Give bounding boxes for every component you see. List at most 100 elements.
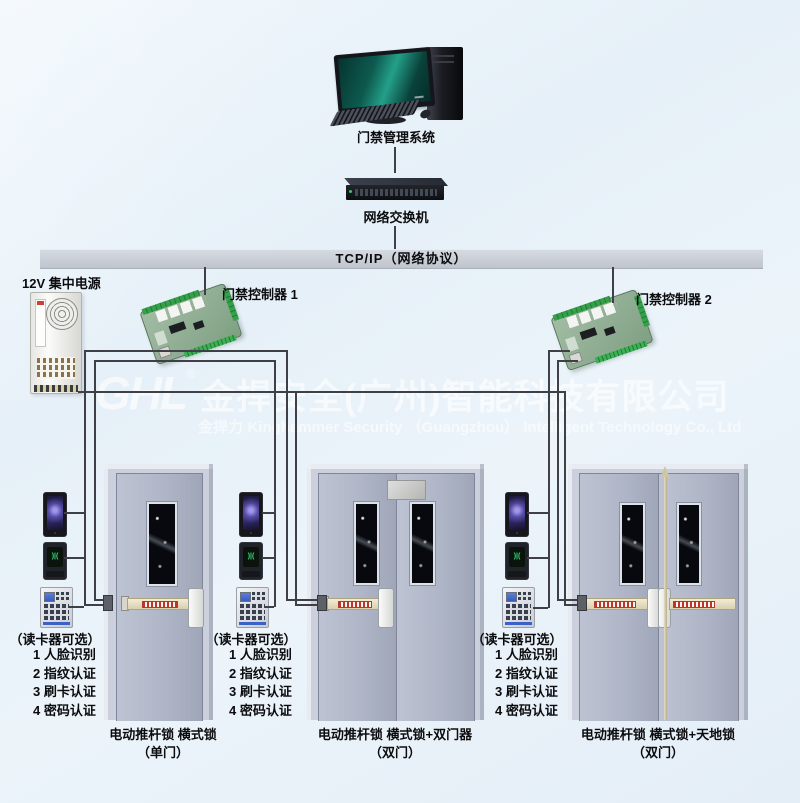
reader-option: 2 指纹认证 [495,665,558,681]
door-window [677,503,701,585]
door-caption-line1: 电动推杆锁 横式锁+天地锁 [580,727,736,742]
tower-drive-slot [432,61,454,63]
monitor-logo [414,95,424,99]
wire [527,557,548,559]
wire [295,604,322,606]
wire [557,360,559,599]
reader-option: 3 刷卡认证 [495,684,558,699]
card-reader-display-icon: )|( [47,547,63,567]
switch-led [349,190,352,193]
wire [557,599,583,601]
wire [94,360,96,601]
wire [64,557,84,559]
door-window [410,502,435,585]
watermark-line2: 金捍力 Kinghammer Security （Guangzhou） Inte… [198,416,741,437]
wire [394,147,396,173]
door-2-caption: 电动推杆锁 横式锁+双门器 （双门） [295,727,495,760]
door-caption-line2: （单门） [136,745,189,760]
reader-options-title: （读卡器可选） [471,632,563,647]
keypad-screen [44,592,55,602]
door-caption-line1: 电动推杆锁 横式锁+双门器 [317,727,473,742]
wire [548,350,570,352]
reader-options-title: （读卡器可选） [205,632,297,647]
wire [557,360,578,362]
door-3-double [568,464,748,721]
fingerprint-card-reader: )|( [239,542,263,580]
keypad-keys [252,592,265,600]
watermark-company-en: Kinghammer Security （Guangzhou） Intellig… [247,419,742,436]
door-3-caption: 电动推杆锁 横式锁+天地锁 （双门） [556,727,760,760]
door-caption-line1: 电动推杆锁 横式锁 [109,727,217,742]
fingerprint-card-reader: )|( [505,542,529,580]
push-bar-label [673,601,715,608]
network-switch [346,185,444,200]
keypad-screen [240,592,251,602]
face-reader-screen [509,496,525,530]
push-bar-label [142,601,178,608]
keypad-keys [506,603,531,620]
reader-option: 2 指纹认证 [33,665,96,681]
reader-option: 1 人脸识别 [33,647,96,662]
pcb-terminal-block [183,334,237,358]
pcb-silkscreen [154,330,168,346]
lock-connector [317,595,327,611]
watermark-registered-icon: ® [186,366,196,381]
wire [69,606,84,608]
wire [94,599,108,601]
face-reader-screen [47,496,63,530]
pcb-ethernet-port [568,351,584,365]
keypad-card-slot [505,622,532,625]
monitor-base [364,116,406,124]
watermark-company-cn: 金捍安全(广州)智能科技有限公司 [200,378,730,417]
reader-set-2: )|( [236,490,270,630]
door-caption-line2: （双门） [368,745,421,760]
switch-ports [355,189,437,196]
door-leaf [579,473,660,721]
keypad-keys [56,592,69,600]
keypad-keys [44,603,69,620]
reader-set-1: )|( [40,490,74,630]
wire [394,226,396,249]
door-caption-line2: （双门） [631,745,684,760]
psu-vents [37,357,75,379]
reader-option: 4 密码认证 [229,702,292,718]
wire [533,607,548,609]
face-recognition-reader [239,492,263,537]
door-leaf [658,473,739,721]
door-1-single [104,464,213,721]
door-window [354,502,379,585]
push-bar-end-cap [378,588,394,628]
wire [564,604,583,606]
reader-option: 1 人脸识别 [229,647,292,662]
door-closer-plate [387,480,426,500]
wire [612,267,614,303]
reader-option: 1 人脸识别 [495,647,558,662]
reader-options-list: 1 人脸识别 2 指纹认证 3 刷卡认证 4 密码认证 [33,648,96,722]
push-bar [585,598,649,610]
power-wire [78,391,566,393]
wire [94,360,275,362]
push-bar [327,598,381,610]
reader-option: 2 指纹认证 [229,665,292,681]
door-1-caption: 电动推杆锁 横式锁 （单门） [83,727,243,760]
watermark: GHL® 金捍安全(广州)智能科技有限公司 [95,366,729,420]
pcb-chip [579,327,598,340]
face-reader-camera-icon [516,532,518,534]
keypad-keys [240,603,265,620]
keypad-reader [502,587,535,628]
wire [286,599,322,601]
pcb-chip [192,320,205,330]
lock-connector [577,595,587,611]
face-reader-camera-icon [54,532,56,534]
reader-options-list: 1 人脸识别 2 指纹认证 3 刷卡认证 4 密码认证 [229,648,292,722]
power-wire [564,391,566,604]
top-bottom-rod-lock [664,477,667,720]
switch-label: 网络交换机 [363,210,429,225]
power-wire [295,391,297,604]
controller2-label: 门禁控制器 2 [636,292,712,307]
pcb-ethernet-port [157,345,173,359]
wire [84,350,86,606]
tcpip-bus-bar: TCP/IP（网络协议） [40,249,763,269]
pcb-terminal-block [594,340,648,364]
